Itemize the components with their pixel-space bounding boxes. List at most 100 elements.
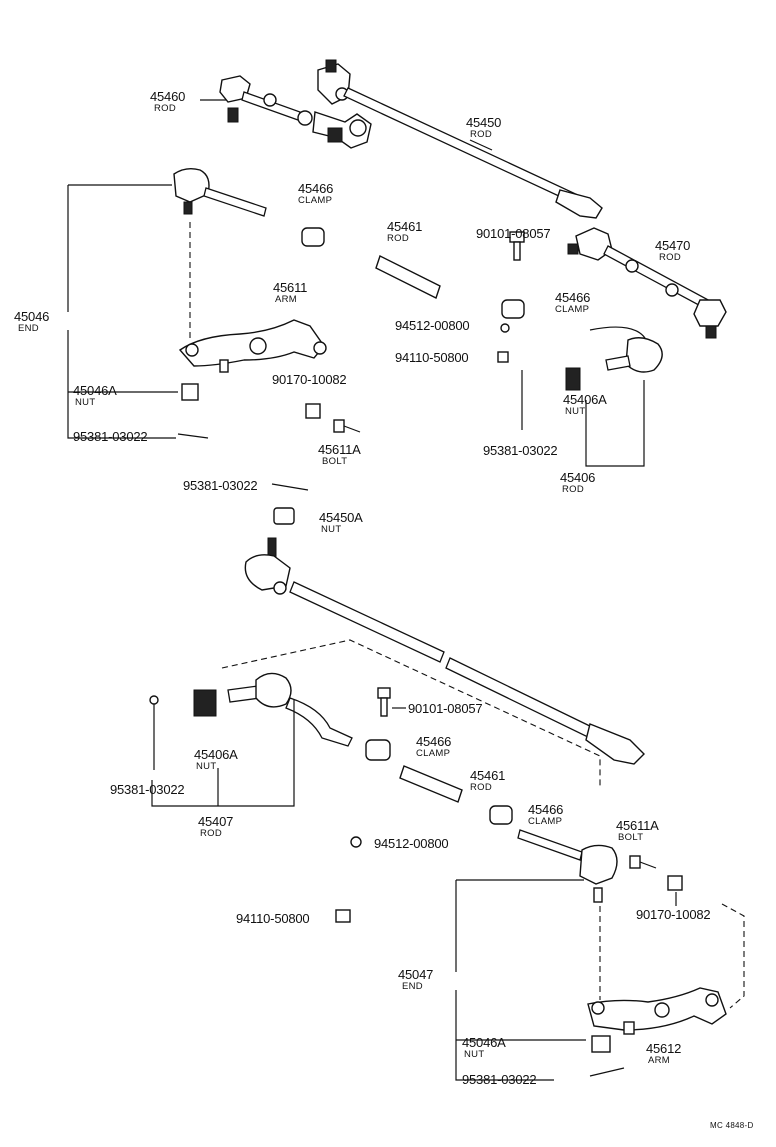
part-name: END [18, 323, 39, 334]
callout-45406: 45406 ROD [560, 471, 595, 495]
callout-45466-clamp-3: 45466 CLAMP [416, 735, 451, 759]
part-name: NUT [196, 761, 217, 772]
part-45460-rod [200, 75, 372, 149]
part-name: ROD [659, 252, 682, 263]
part-95381-cotter-pin-1 [177, 433, 209, 439]
part-45466-clamp-3 [365, 739, 391, 761]
part-number: 45406A [194, 747, 238, 762]
callout-90170-10082-2: 90170-10082 [636, 907, 711, 922]
part-45046-end [67, 167, 267, 439]
callout-45461-2: 45461 ROD [470, 769, 505, 793]
callout-45046A-2: 45046A NUT [462, 1036, 506, 1060]
part-number: 90101-08057 [476, 226, 551, 241]
part-94512-washer [500, 323, 510, 333]
part-name: BOLT [322, 456, 348, 467]
part-45047-end [455, 829, 618, 1081]
part-number: 94110-50800 [395, 350, 469, 365]
callout-45612: 45612 ARM [646, 1042, 681, 1066]
part-number: 95381-03022 [110, 782, 185, 797]
part-number: 45407 [198, 814, 234, 829]
callout-45466-clamp-4: 45466 CLAMP [528, 803, 563, 827]
part-name: CLAMP [528, 816, 563, 827]
part-name: NUT [75, 397, 96, 408]
part-number: 45466 [555, 290, 591, 305]
callout-45046A: 45046A NUT [73, 384, 117, 408]
part-45466-clamp-2 [501, 299, 525, 319]
part-45611A-bolt-2 [629, 855, 657, 869]
part-number: 45450 [466, 115, 502, 130]
part-name: ROD [470, 782, 493, 793]
part-name: ROD [470, 129, 493, 140]
part-name: BOLT [618, 832, 644, 843]
callout-45450A: 45450A NUT [319, 511, 363, 535]
part-name: ROD [562, 484, 585, 495]
part-number: 45466 [416, 734, 452, 749]
part-number: 45046A [462, 1035, 506, 1050]
part-name: NUT [321, 524, 342, 535]
callout-94512-00800: 94512-00800 [395, 319, 470, 332]
part-number: 45450A [319, 510, 363, 525]
part-94110-nut-2 [335, 909, 351, 923]
callout-45466-clamp: 45466 CLAMP [298, 182, 333, 206]
callout-45450: 45450 ROD [466, 116, 501, 140]
part-number: 90170-10082 [272, 372, 347, 387]
part-90101-bolt-2 [377, 687, 406, 717]
callout-45047: 45047 END [398, 968, 433, 992]
part-45611-arm [178, 319, 327, 373]
part-number: 45470 [655, 238, 691, 253]
part-number: 94512-00800 [374, 836, 449, 851]
part-name: NUT [565, 406, 586, 417]
part-number: 45611A [318, 442, 361, 457]
part-name: ROD [387, 233, 410, 244]
callout-94110-50800-2: 94110-50800 [236, 911, 310, 926]
part-45406-rod [521, 326, 663, 467]
part-number: 45047 [398, 967, 434, 982]
part-number: 45466 [298, 181, 334, 196]
part-number: 95381-03022 [462, 1072, 537, 1087]
part-45407-rod [149, 672, 353, 807]
part-45461-rod [375, 255, 441, 299]
callout-45611: 45611 ARM [273, 281, 307, 305]
part-45612-arm [587, 987, 727, 1035]
callout-45611A-2: 45611A BOLT [616, 819, 659, 843]
part-45046A-nut [181, 383, 199, 401]
part-number: 45612 [646, 1041, 682, 1056]
part-90170-nut [305, 403, 321, 419]
callout-45406A-2: 45406A NUT [194, 748, 238, 772]
callout-45466-clamp-2: 45466 CLAMP [555, 291, 590, 315]
callout-45406A: 45406A NUT [563, 393, 607, 417]
part-45450A-nut [273, 507, 295, 525]
callout-45461: 45461 ROD [387, 220, 422, 244]
callout-94110-50800: 94110-50800 [395, 350, 469, 365]
part-name: CLAMP [416, 748, 451, 759]
part-45470-rod [567, 227, 727, 339]
part-number: 45466 [528, 802, 564, 817]
part-number: 45460 [150, 89, 186, 104]
part-number: 45046 [14, 309, 50, 324]
part-number: 94110-50800 [236, 911, 310, 926]
part-number: 45611 [273, 280, 308, 295]
part-number: 45406A [563, 392, 607, 407]
part-95381-cotter-pin-2 [271, 483, 309, 491]
part-45450-rod [317, 59, 603, 219]
part-number: 95381-03022 [183, 478, 258, 493]
callout-95381-03022-3: 95381-03022 [183, 478, 258, 493]
part-name: CLAMP [555, 304, 590, 315]
part-number: 45461 [387, 219, 423, 234]
part-45046A-nut-2 [591, 1035, 611, 1053]
part-number: 45046A [73, 383, 117, 398]
callout-95381-03022: 95381-03022 [73, 430, 148, 443]
part-number: 90170-10082 [636, 907, 711, 922]
callout-90101-08057: 90101-08057 [476, 226, 551, 241]
callout-45407: 45407 ROD [198, 815, 233, 839]
part-94110-nut [497, 351, 509, 363]
callout-45460: 45460 ROD [150, 90, 185, 114]
callout-45470: 45470 ROD [655, 239, 690, 263]
part-45466-clamp-4 [489, 805, 513, 825]
part-name: NUT [464, 1049, 485, 1060]
part-number: 45406 [560, 470, 596, 485]
part-name: CLAMP [298, 195, 333, 206]
part-94512-washer-2 [350, 836, 362, 848]
callout-95381-03022-5: 95381-03022 [462, 1072, 537, 1087]
part-45611A-bolt [333, 419, 361, 433]
